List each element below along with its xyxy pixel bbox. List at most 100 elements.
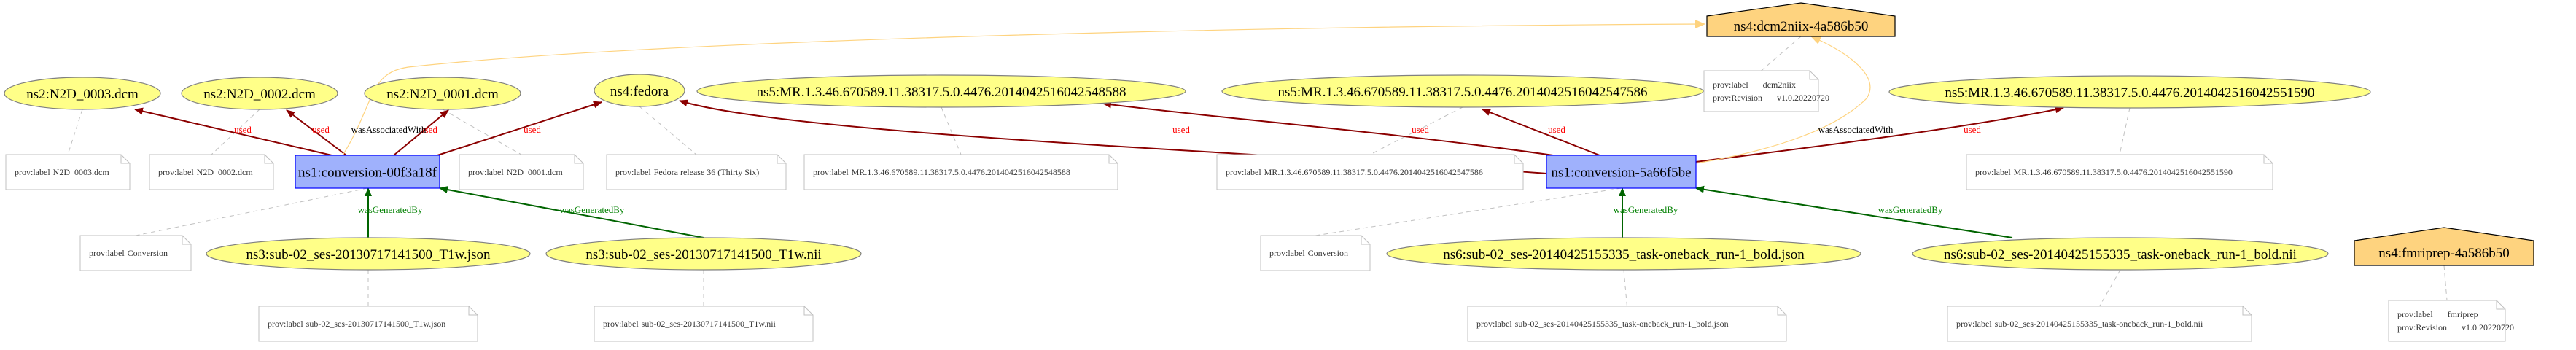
note-box [258, 306, 478, 342]
edge-label-used: used [312, 124, 330, 135]
note-line: prov:label fmriprep [2397, 309, 2478, 319]
edges: used used used used wasAssociatedWith wasGene… [134, 20, 2064, 238]
note-fold [1361, 236, 1370, 245]
note-key: prov:label [813, 167, 849, 177]
edge-label-used: used [1964, 124, 1981, 135]
entity-node-nii2[interactable]: ns6:sub-02_ses-20140425155335_task-oneba… [1912, 237, 2329, 271]
entity-ellipse [1386, 237, 1861, 271]
note-value: sub-02_ses-20140425155335_task-oneback_r… [1515, 319, 1729, 329]
note-fold [2496, 300, 2505, 310]
note-box [1260, 235, 1371, 271]
note-fold [120, 155, 130, 164]
entity-label: ns2:N2D_0003.dcm [26, 87, 139, 102]
note-value: sub-02_ses-20140425155335_task-oneback_r… [1995, 319, 2203, 329]
note-fold [2242, 306, 2252, 316]
entity-node-nii1[interactable]: ns3:sub-02_ses-20130717141500_T1w.nii [545, 237, 862, 271]
agent-node-fmriprep[interactable]: ns4:fmriprep-4a586b50 [2354, 227, 2534, 266]
edge-used-conv1-fedora [437, 101, 602, 156]
note-box [2388, 300, 2506, 342]
note-value: sub-02_ses-20130717141500_T1w.nii [642, 319, 777, 329]
note-fold [1777, 306, 1786, 316]
note-box [1216, 154, 1524, 190]
edge-used-conv2-mr7586 [1482, 109, 1600, 156]
agent-label: ns4:fmriprep-4a586b50 [2378, 246, 2509, 261]
edge-label-wasGeneratedBy: wasGeneratedBy [560, 204, 625, 215]
entity-label: ns2:N2D_0001.dcm [386, 87, 499, 102]
note-fold [182, 236, 191, 245]
note-fold [574, 155, 583, 164]
agent-house [2354, 227, 2534, 266]
entity-node-n2_0003[interactable]: ns2:N2D_0003.dcm [4, 77, 161, 110]
entity-node-n2_0001[interactable]: ns2:N2D_0001.dcm [364, 77, 521, 110]
entity-label: ns5:MR.1.3.46.670589.11.38317.5.0.4476.2… [1945, 85, 2314, 101]
entity-label: ns4:fedora [610, 84, 669, 99]
annotation-link [1623, 269, 1627, 307]
note-box [459, 154, 584, 190]
note-box [1703, 70, 1819, 112]
note-box [149, 154, 274, 190]
annotation-link [211, 109, 260, 155]
edge-label-wasAssociatedWith: wasAssociatedWith [351, 124, 427, 135]
entity-label: ns5:MR.1.3.46.670589.11.38317.5.0.4476.2… [1277, 85, 1647, 100]
note-box [1467, 306, 1787, 342]
entity-node-json1[interactable]: ns3:sub-02_ses-20130717141500_T1w.json [206, 237, 531, 271]
entity-node-n2_0002[interactable]: ns2:N2D_0002.dcm [181, 77, 338, 110]
annotation-link [442, 109, 522, 155]
entity-label: ns3:sub-02_ses-20130717141500_T1w.json [246, 247, 491, 262]
note-value: N2D_0002.dcm [197, 167, 254, 177]
activity-rect [295, 155, 440, 189]
agent-node-dcm2niix[interactable]: ns4:dcm2niix-4a586b50 [1706, 2, 1896, 37]
entity-ellipse [206, 237, 531, 271]
note-key: prov:label [2397, 309, 2433, 319]
note-box [606, 154, 787, 190]
note-value: N2D_0003.dcm [53, 167, 110, 177]
annotation-link [135, 187, 368, 236]
annotation-link [2119, 107, 2131, 155]
edge-label-used: used [1548, 124, 1565, 135]
entity-node-mr7586[interactable]: ns5:MR.1.3.46.670589.11.38317.5.0.4476.2… [1221, 74, 1704, 108]
entity-node-mr8588[interactable]: ns5:MR.1.3.46.670589.11.38317.5.0.4476.2… [696, 74, 1186, 108]
activity-label: ns1:conversion-00f3a18f [298, 166, 437, 181]
entity-node-fedora[interactable]: ns4:fedora [594, 74, 685, 107]
note-fold [1809, 71, 1818, 80]
note-box [79, 235, 192, 271]
note-fold [803, 306, 813, 316]
annotation-link [2443, 265, 2448, 301]
note-key: prov:label [1975, 167, 2011, 177]
activity-node-conv2[interactable]: ns1:conversion-5a66f5be [1546, 155, 1697, 189]
entity-node-mr1590[interactable]: ns5:MR.1.3.46.670589.11.38317.5.0.4476.2… [1888, 75, 2371, 109]
entity-ellipse [1888, 75, 2371, 109]
note-value: MR.1.3.46.670589.11.38317.5.0.4476.20140… [2014, 167, 2233, 177]
note-value: N2D_0001.dcm [507, 167, 564, 177]
edge-label-used: used [234, 124, 252, 135]
entity-node-json2[interactable]: ns6:sub-02_ses-20140425155335_task-oneba… [1386, 237, 1861, 271]
activity-node-conv1[interactable]: ns1:conversion-00f3a18f [295, 155, 440, 189]
note-fold [2263, 155, 2273, 164]
annotation-link [67, 109, 83, 155]
note-value: MR.1.3.46.670589.11.38317.5.0.4476.20140… [852, 167, 1070, 177]
agent-house [1706, 2, 1896, 37]
entity-ellipse [1221, 74, 1704, 108]
entity-ellipse [364, 77, 521, 110]
note-fold [1514, 155, 1523, 164]
note-value: fmriprep [2448, 309, 2478, 319]
edge-used-conv2-mr1590 [1695, 106, 2064, 163]
edge-used-conv1-n2_0003 [134, 107, 332, 156]
note-key: prov:label [158, 167, 194, 177]
note-key: prov:label [268, 319, 303, 329]
note-fold [264, 155, 273, 164]
entity-label: ns6:sub-02_ses-20140425155335_task-oneba… [1944, 247, 2297, 262]
edge-label-wasGeneratedBy: wasGeneratedBy [1614, 204, 1678, 215]
